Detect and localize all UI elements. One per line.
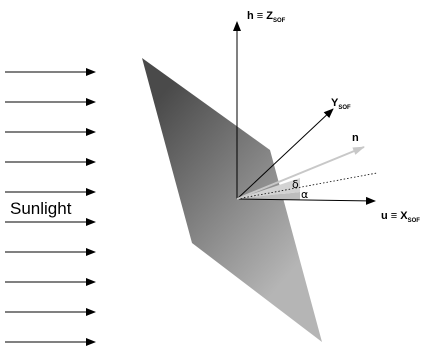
projection-dotted-line — [236, 172, 378, 200]
u-axis-label-main: u ≡ X — [381, 210, 408, 222]
delta-wedge — [237, 178, 300, 199]
y-axis-label-main: Y — [331, 97, 339, 109]
u-axis-label: u ≡ XSOF — [381, 210, 420, 224]
normal-label: n — [352, 132, 359, 144]
h-axis-label: h ≡ ZSOF — [247, 10, 286, 24]
y-axis-label: YSOF — [331, 97, 351, 111]
h-axis-label-main: h ≡ Z — [247, 10, 273, 22]
y-axis-label-sub: SOF — [338, 105, 351, 111]
delta-angle-label: δ — [292, 178, 299, 191]
sunlight-rays — [5, 68, 96, 346]
sunlight-label: Sunlight — [10, 199, 72, 218]
u-axis-label-sub: SOF — [408, 218, 421, 224]
u-axis-line — [236, 196, 376, 205]
sail-plate — [142, 58, 322, 342]
h-axis-label-sub: SOF — [273, 18, 286, 24]
normal-vector-arrow — [236, 146, 365, 200]
alpha-wedge — [237, 192, 300, 200]
alpha-angle-label: α — [301, 188, 308, 201]
y-axis-line — [236, 108, 334, 200]
